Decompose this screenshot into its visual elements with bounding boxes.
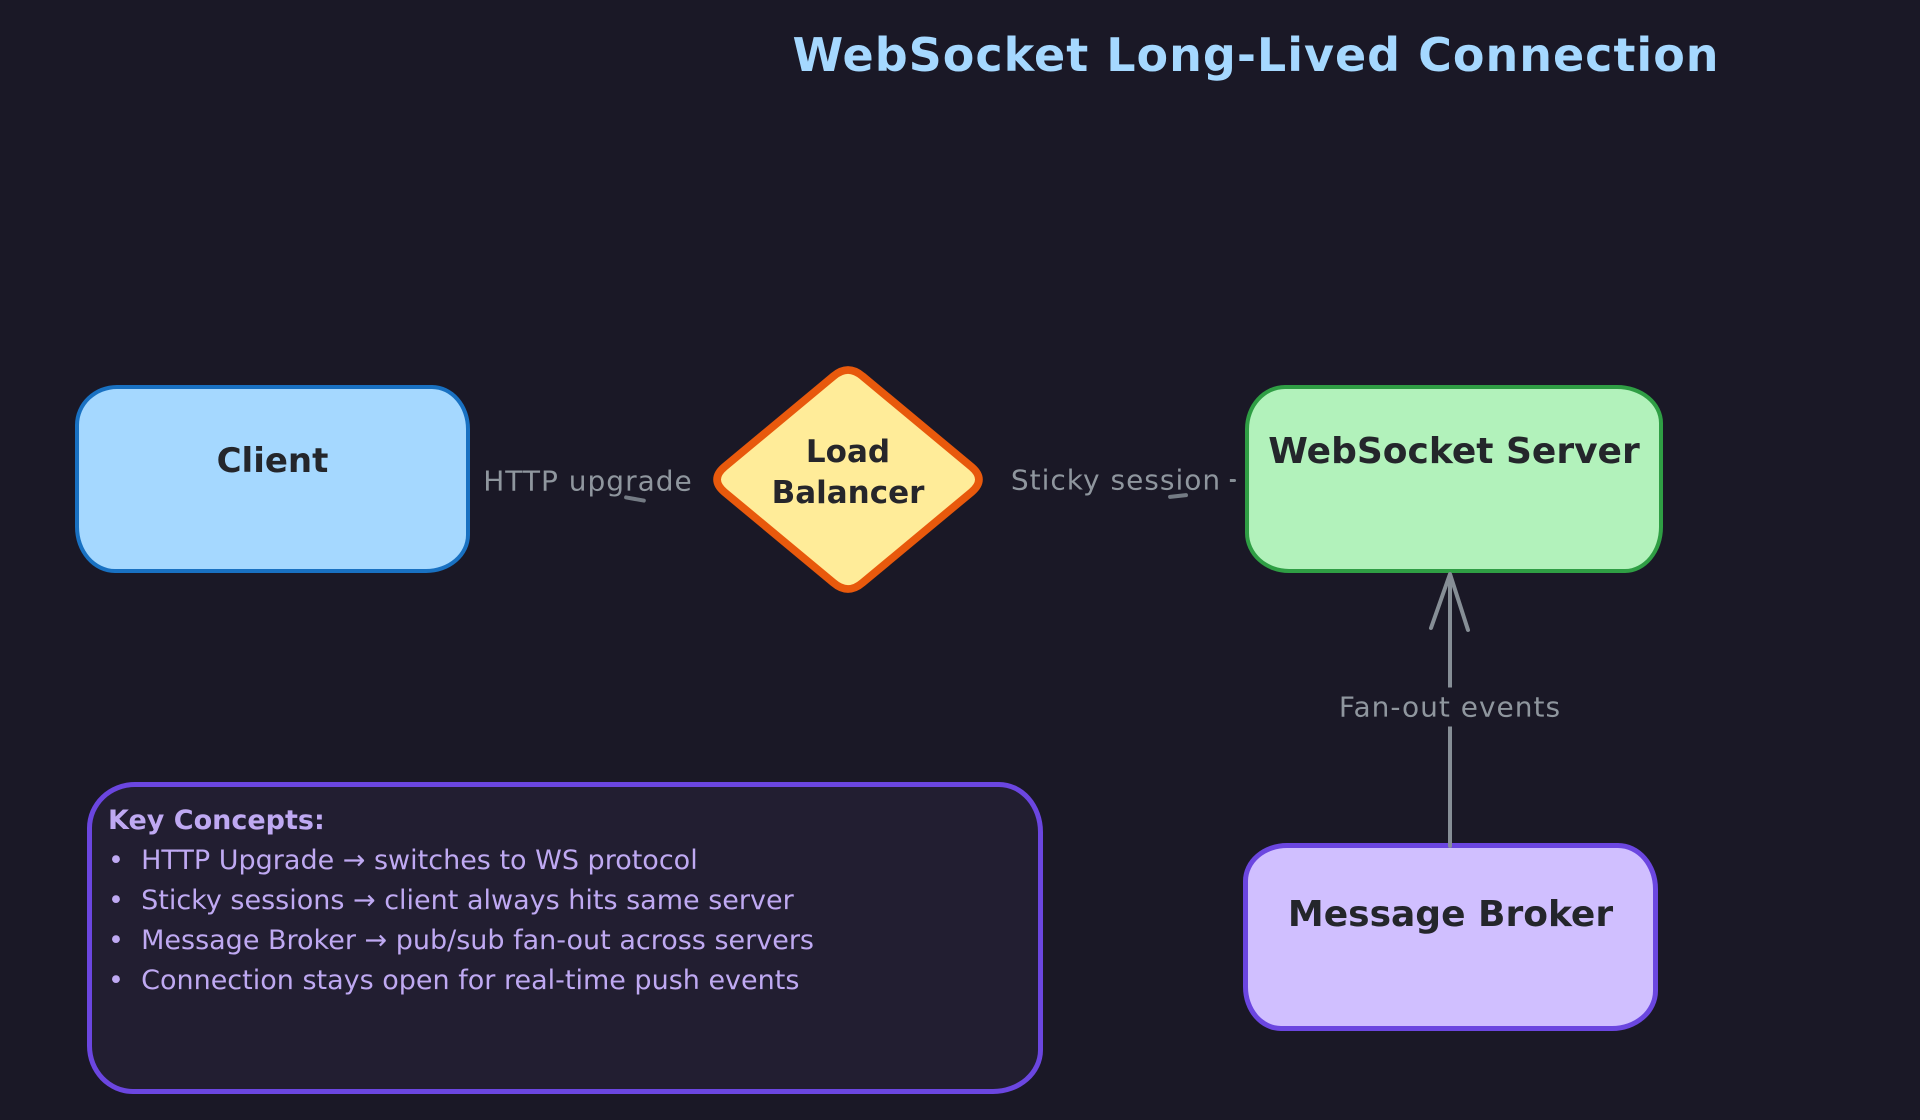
node-websocket-server[interactable]: WebSocket Server xyxy=(1245,385,1663,573)
node-client-label: Client xyxy=(216,441,329,481)
node-load-balancer-label: Load Balancer xyxy=(771,434,925,511)
key-concept-item: Message Broker → pub/sub fan-out across … xyxy=(108,921,1014,961)
node-load-balancer[interactable]: Load Balancer xyxy=(702,356,994,602)
diamond-shape xyxy=(713,366,983,593)
key-concepts-list: HTTP Upgrade → switches to WS protocol S… xyxy=(108,841,1014,1001)
edge-http-upgrade-label: HTTP upgrade xyxy=(474,461,702,501)
node-client[interactable]: Client xyxy=(75,385,470,573)
node-message-broker[interactable]: Message Broker xyxy=(1243,843,1658,1031)
key-concepts-panel[interactable]: Key Concepts: HTTP Upgrade → switches to… xyxy=(87,782,1043,1094)
key-concepts-heading: Key Concepts: xyxy=(108,805,325,836)
key-concept-item: Sticky sessions → client always hits sam… xyxy=(108,881,1014,921)
node-message-broker-label: Message Broker xyxy=(1287,894,1614,935)
node-websocket-server-label: WebSocket Server xyxy=(1268,431,1640,472)
key-concept-item: Connection stays open for real-time push… xyxy=(108,961,1014,1001)
diagram-title: WebSocket Long-Lived Connection xyxy=(792,28,1720,82)
edge-sticky-session-label: Sticky session xyxy=(1001,460,1231,500)
key-concept-item: HTTP Upgrade → switches to WS protocol xyxy=(108,841,1014,881)
edge-fan-out-label: Fan-out events xyxy=(1329,687,1571,727)
